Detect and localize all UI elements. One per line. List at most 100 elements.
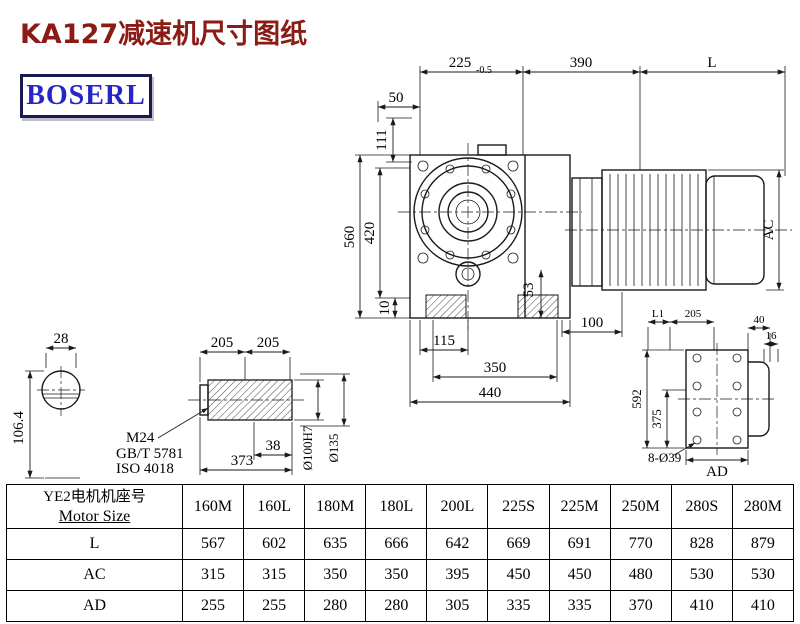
dim-375-label: 375 [649, 409, 664, 429]
dim-50-label: 50 [389, 90, 404, 106]
dim-hub-label: Ø135 [326, 434, 341, 463]
cell-AC-200L: 395 [426, 559, 489, 591]
main-view-dimensions: 225 -0.5 390 L 50 111 560 420 10 53 115 [342, 55, 786, 407]
cell-AD-180M: 280 [304, 590, 367, 622]
cell-AC-180L: 350 [365, 559, 428, 591]
motor-side-view [565, 169, 792, 291]
technical-drawing: 225 -0.5 390 L 50 111 560 420 10 53 115 [11, 55, 792, 480]
col-header-225S: 225S [487, 484, 550, 529]
gearbox-front-view [398, 143, 582, 332]
standard-iso-label: ISO 4018 [116, 461, 174, 477]
col-header-250M: 250M [609, 484, 672, 529]
motor-fins [609, 174, 699, 286]
dim-106-4-label: 106.4 [11, 411, 27, 445]
cell-AD-280M: 410 [731, 590, 795, 622]
dim-115-label: 115 [433, 333, 455, 349]
cell-L-180M: 635 [304, 528, 367, 560]
cell-AD-225S: 335 [487, 590, 550, 622]
cell-AC-225S: 450 [487, 559, 550, 591]
thread-label: M24 [126, 430, 155, 446]
col-header-200L: 200L [426, 484, 489, 529]
motor-size-table: YE2电机机座号 Motor Size 160M 160L 180M 180L … [6, 484, 795, 622]
table-row-AD: AD 255 255 280 280 305 335 335 370 410 4… [6, 590, 795, 622]
cell-AC-160L: 315 [243, 559, 306, 591]
brand-logo: BOSERL [20, 74, 152, 118]
standard-gbt-label: GB/T 5781 [116, 446, 184, 462]
output-shaft-section-view: 28 106.4 [11, 331, 85, 479]
flange-bolt-holes [417, 160, 519, 264]
gearbox-foot-left [425, 294, 467, 319]
dim-225-label: 225 [449, 55, 472, 71]
cell-AD-225M: 335 [548, 590, 611, 622]
col-header-180L: 180L [365, 484, 428, 529]
cell-L-160M: 567 [181, 528, 245, 560]
input-shaft-detail-view: 205 205 M24 GB/T 5781 ISO 4018 38 373 Ø1… [116, 335, 350, 477]
brand-logo-text: BOSERL [26, 80, 146, 111]
table-header-cn: YE2电机机座号 [43, 488, 146, 505]
page-title: KA127减速机尺寸图纸 [20, 19, 308, 50]
housing-profile [748, 361, 770, 437]
dim-205-label: 205 [685, 308, 702, 320]
dim-L1-label: L1 [652, 308, 664, 320]
row-label-L: L [6, 528, 183, 560]
cell-AC-180M: 350 [304, 559, 367, 591]
cell-AC-280S: 530 [670, 559, 733, 591]
cell-L-225S: 669 [487, 528, 550, 560]
shaft-body [207, 379, 293, 421]
col-header-225M: 225M [548, 484, 611, 529]
cell-AD-200L: 305 [426, 590, 489, 622]
gearbox-foot-right [517, 294, 559, 319]
motor-end-view: L1 205 40 16 592 375 8-Ø39 AD [629, 308, 779, 480]
dim-L-label: L [707, 55, 716, 71]
dim-350-label: 350 [484, 360, 507, 376]
dim-592-label: 592 [629, 389, 644, 409]
cell-L-250M: 770 [609, 528, 672, 560]
cell-L-160L: 602 [243, 528, 306, 560]
dim-560-label: 560 [342, 226, 358, 249]
col-header-280S: 280S [670, 484, 733, 529]
table-header-row: YE2电机机座号 Motor Size 160M 160L 180M 180L … [6, 484, 795, 529]
dim-28-label: 28 [54, 331, 69, 347]
cell-L-200L: 642 [426, 528, 489, 560]
dim-38-label: 38 [266, 438, 281, 454]
dim-390-label: 390 [570, 55, 593, 71]
cell-AC-160M: 315 [181, 559, 245, 591]
holes-count-label: 8-Ø39 [648, 450, 681, 465]
mounting-holes [692, 353, 742, 445]
cell-AD-160M: 255 [181, 590, 245, 622]
cell-L-180L: 666 [365, 528, 428, 560]
dim-100-label: 100 [581, 315, 604, 331]
cell-AC-280M: 530 [731, 559, 795, 591]
dim-440-label: 440 [479, 385, 502, 401]
dim-373-label: 373 [231, 453, 254, 469]
col-header-280M: 280M [731, 484, 795, 529]
dim-AC-label: AC [761, 220, 777, 241]
cell-AC-250M: 480 [609, 559, 672, 591]
table-row-AC: AC 315 315 350 350 395 450 450 480 530 5… [6, 559, 795, 591]
table-header-en: Motor Size [58, 507, 131, 525]
cell-AD-280S: 410 [670, 590, 733, 622]
table-header-motor-size: YE2电机机座号 Motor Size [6, 484, 183, 529]
cell-AD-180L: 280 [365, 590, 428, 622]
dim-16-label: 16 [766, 330, 778, 342]
dim-225-tolerance: -0.5 [476, 65, 492, 76]
row-label-AD: AD [6, 590, 183, 622]
dim-111-label: 111 [374, 129, 390, 150]
dim-bore-label: Ø100H7 [300, 425, 315, 470]
cell-AC-225M: 450 [548, 559, 611, 591]
dim-AD-label: AD [706, 464, 728, 480]
col-header-160L: 160L [243, 484, 306, 529]
dim-10-label: 10 [377, 301, 393, 316]
col-header-180M: 180M [304, 484, 367, 529]
row-label-AC: AC [6, 559, 183, 591]
col-header-160M: 160M [181, 484, 245, 529]
table-row-L: L 567 602 635 666 642 669 691 770 828 87… [6, 528, 795, 560]
dim-53-label: 53 [521, 283, 537, 298]
cell-L-280M: 879 [731, 528, 795, 560]
cell-L-225M: 691 [548, 528, 611, 560]
dim-420-label: 420 [362, 222, 378, 245]
dim-205-left-label: 205 [211, 335, 234, 351]
cell-AD-250M: 370 [609, 590, 672, 622]
dim-40-label: 40 [754, 314, 766, 326]
dim-205-right-label: 205 [257, 335, 280, 351]
